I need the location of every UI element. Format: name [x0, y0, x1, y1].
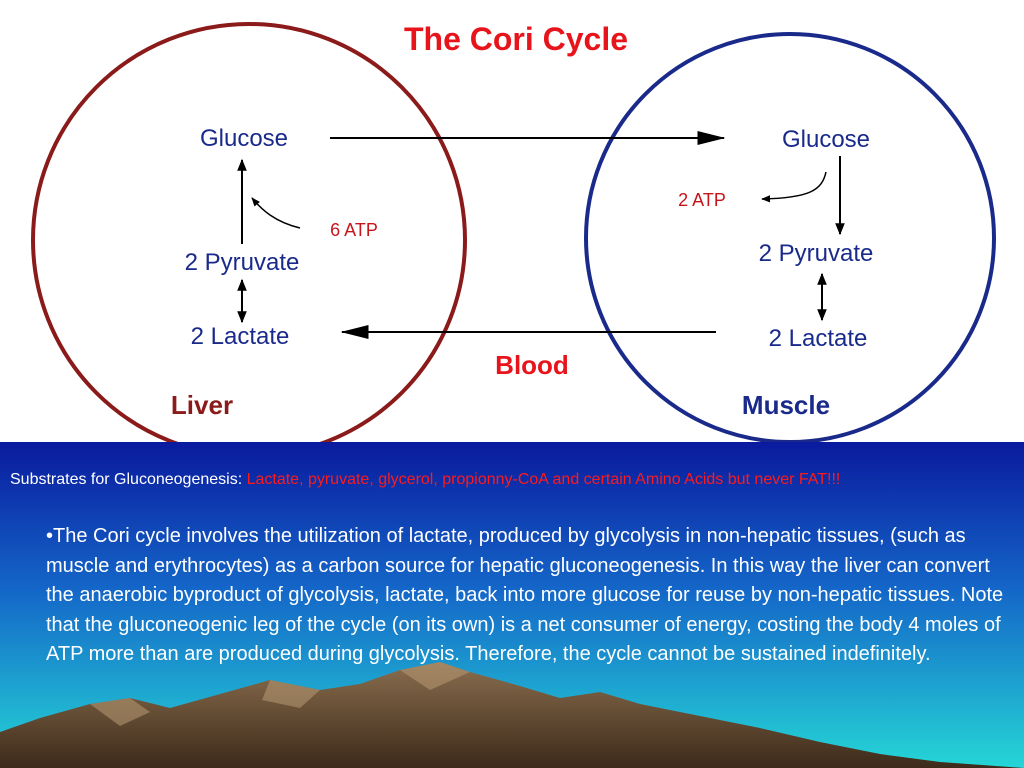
muscle-atp-label: 2 ATP	[678, 190, 726, 210]
substrates-label: Substrates for Gluconeogenesis:	[10, 471, 247, 488]
liver-label: Liver	[171, 390, 233, 420]
liver-atp-label: 6 ATP	[330, 220, 378, 240]
substrates-value: Lactate, pyruvate, glycerol, propionny-C…	[246, 471, 841, 488]
liver-glucose-label: Glucose	[200, 125, 288, 152]
muscle-circle	[584, 32, 996, 442]
muscle-pyruvate-label: 2 Pyruvate	[759, 240, 874, 267]
liver-atp-curve-arrow	[251, 197, 301, 229]
muscle-atp-curve-arrow	[761, 171, 827, 203]
mountain-highlights	[90, 662, 470, 726]
substrates-line: Substrates for Gluconeogenesis: Lactate,…	[10, 470, 1010, 490]
liver-circle	[31, 22, 467, 442]
slide-background	[0, 442, 1024, 768]
liver-lactate-label: 2 Lactate	[191, 323, 290, 350]
cori-cycle-diagram: The Cori Cycle Glucose 6 ATP 2 Pyruvate …	[31, 21, 996, 442]
diagram-title: The Cori Cycle	[404, 21, 628, 57]
sky-mountain-background	[0, 442, 1024, 768]
liver-pyruvate-label: 2 Pyruvate	[185, 249, 300, 276]
diagram-canvas: The Cori Cycle Glucose 6 ATP 2 Pyruvate …	[31, 21, 996, 442]
muscle-lactate-label: 2 Lactate	[769, 325, 868, 352]
muscle-label: Muscle	[742, 390, 830, 420]
mountain-range	[0, 662, 1024, 768]
body-paragraph: •The Cori cycle involves the utilization…	[46, 525, 1004, 665]
blood-label: Blood	[495, 350, 569, 380]
muscle-glucose-label: Glucose	[782, 126, 870, 153]
